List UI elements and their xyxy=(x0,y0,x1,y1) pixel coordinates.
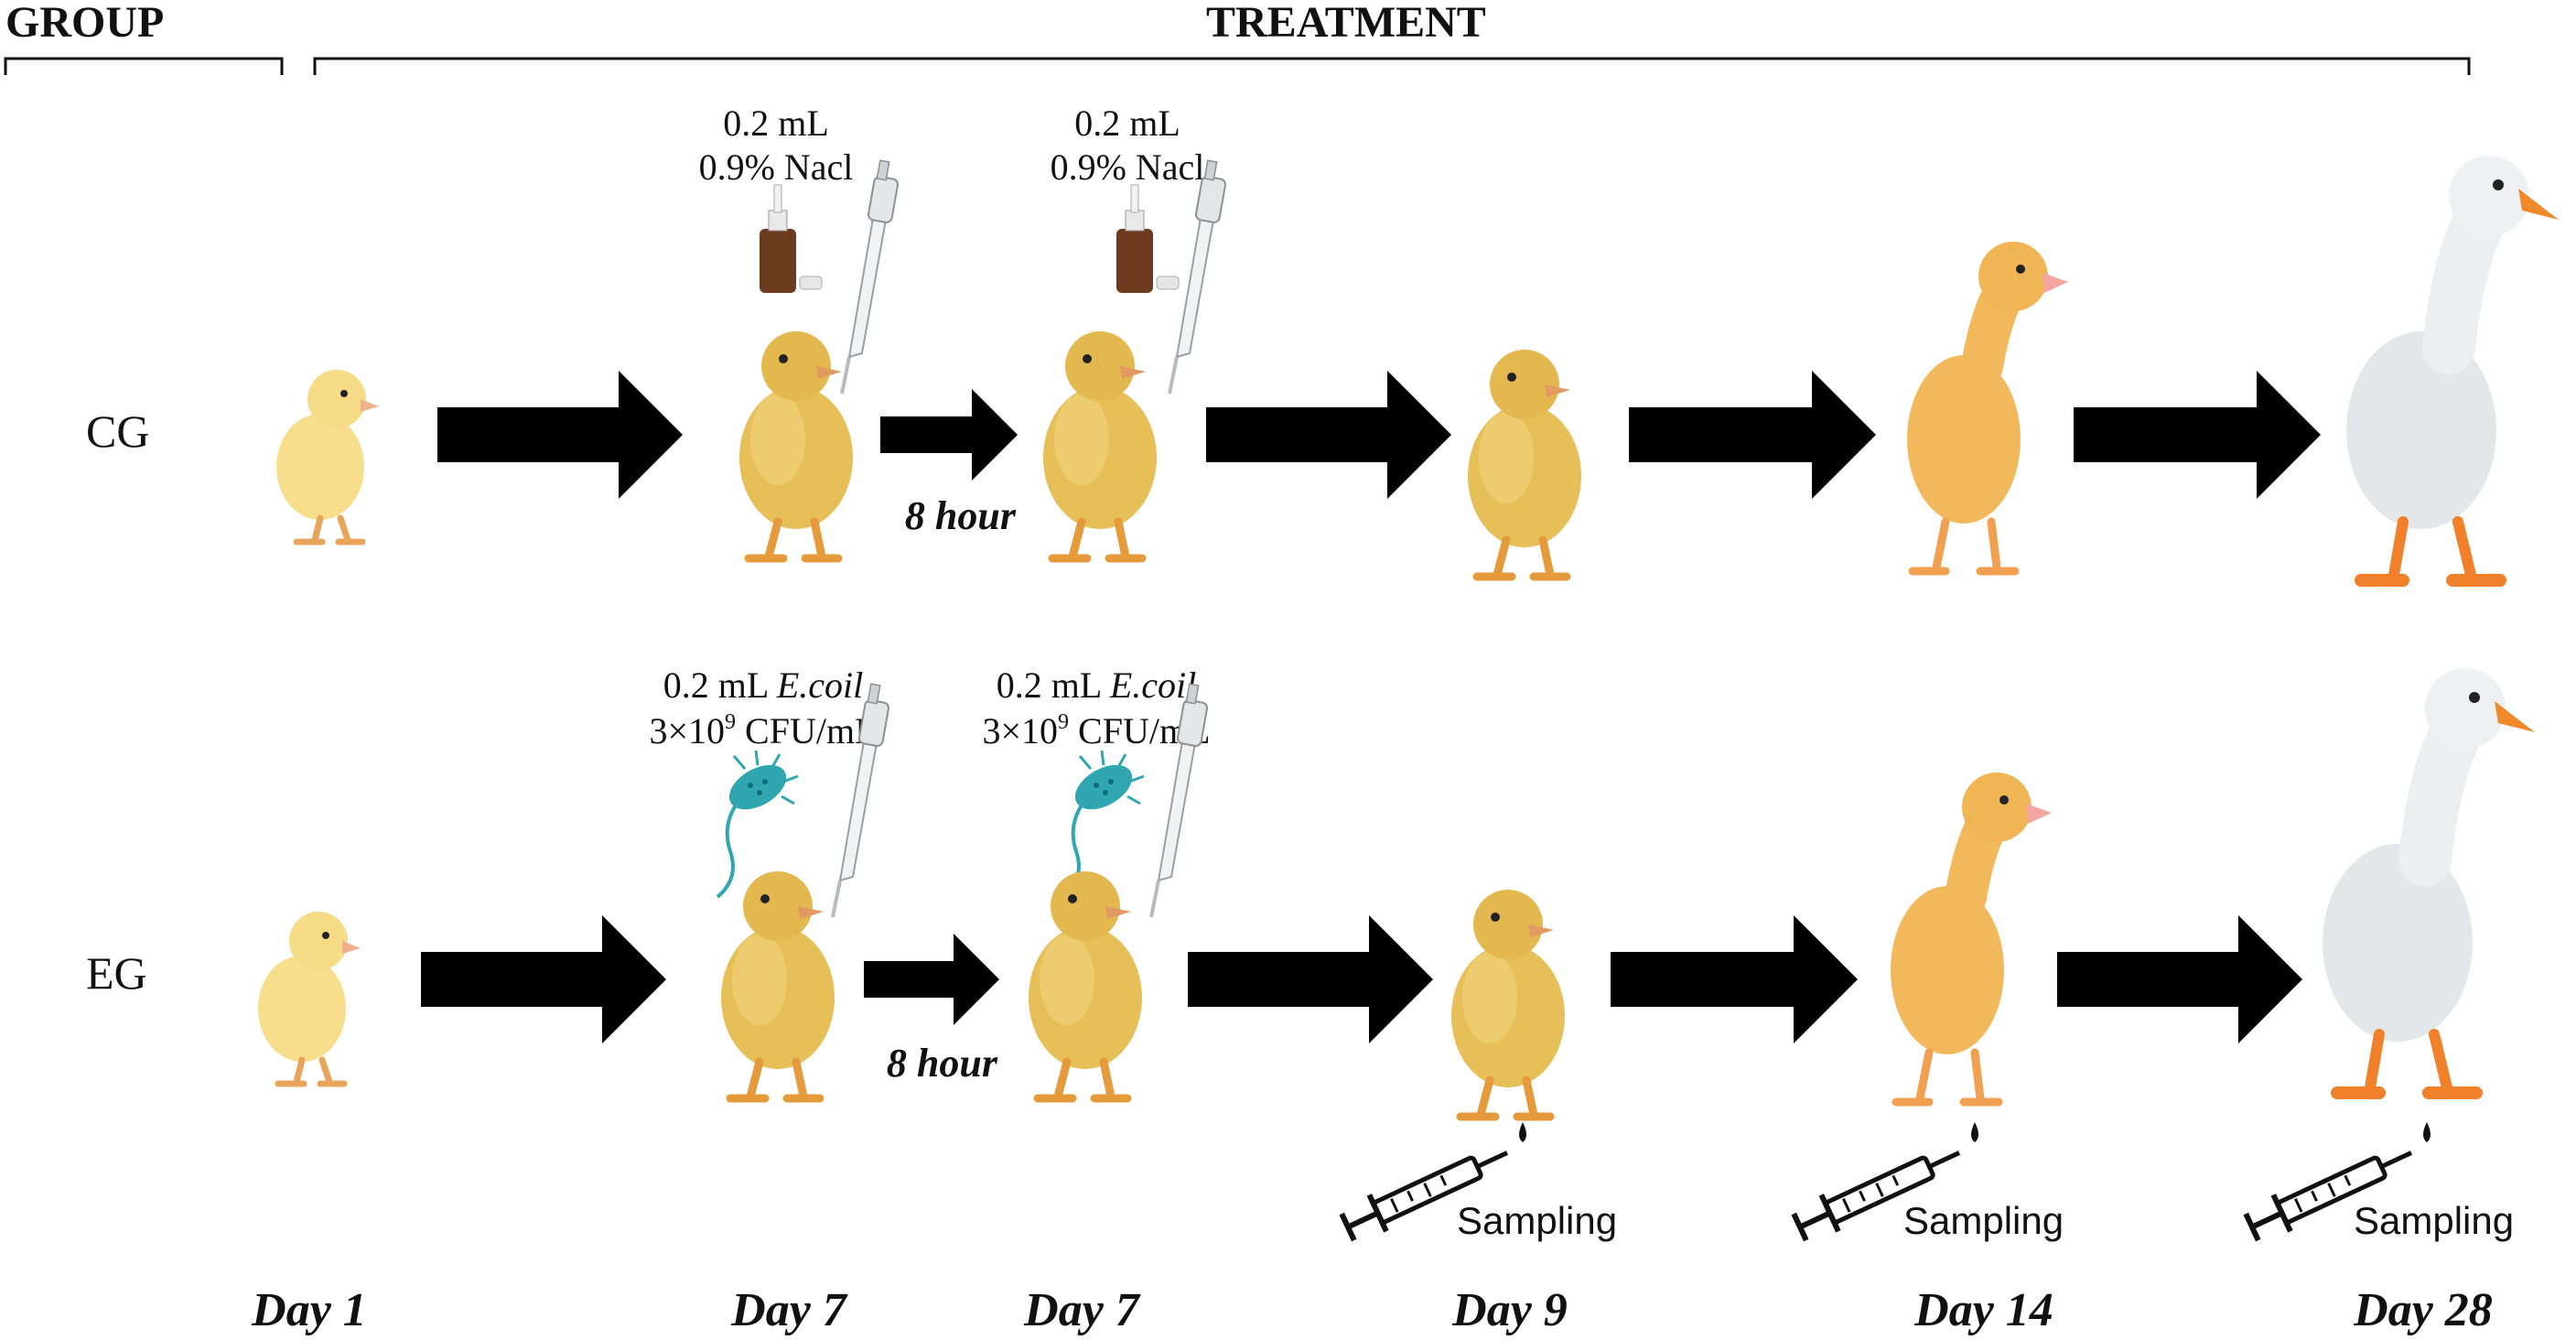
day-label-2: Day 7 xyxy=(730,1284,848,1336)
eg-arrow-3 xyxy=(1188,915,1433,1043)
group-label-cg: CG xyxy=(86,405,149,457)
cg-pipette-icon-2 xyxy=(1168,158,1228,395)
treatment-header: TREATMENT xyxy=(1206,0,1486,47)
cg-dose-1-volume: 0.2 mL xyxy=(723,103,829,144)
cg-arrow-3 xyxy=(1206,371,1451,499)
cg-day7b-duckling xyxy=(1043,331,1157,558)
eg-dose-1-concentration: 3×109 CFU/mL xyxy=(649,710,877,751)
cg-day14-duckling xyxy=(1907,242,2068,571)
eg-day7b-duckling xyxy=(1029,871,1142,1098)
group-header: GROUP xyxy=(5,0,164,47)
day-label-4: Day 9 xyxy=(1451,1284,1568,1336)
eg-day28-adult-duck xyxy=(2323,668,2535,1093)
cg-arrow-5 xyxy=(2074,371,2321,499)
eg-dose-1: 0.2 mL E.coil 3×109 CFU/mL xyxy=(649,665,877,751)
group-label-eg: EG xyxy=(86,947,147,999)
eg-dose-1-volume: 0.2 mL E.coil xyxy=(663,665,863,706)
eg-arrow-2 xyxy=(864,934,999,1025)
cg-dropper-bottle-icon-1 xyxy=(759,184,823,294)
cg-dose-1: 0.2 mL 0.9% Nacl xyxy=(699,103,854,188)
day-label-5: Day 14 xyxy=(1913,1284,2053,1336)
cg-arrow-2 xyxy=(880,389,1018,481)
cg-day9-duckling xyxy=(1468,350,1581,577)
group-bracket xyxy=(4,57,284,75)
eg-dose-2: 0.2 mL E.coil 3×109 CFU/mL xyxy=(982,665,1210,751)
sampling-label-day9: Sampling xyxy=(1457,1199,1617,1242)
eg-dose-2-volume: 0.2 mL E.coil xyxy=(997,665,1196,706)
day-label-3: Day 7 xyxy=(1023,1284,1141,1336)
cg-dose-2: 0.2 mL 0.9% Nacl xyxy=(1051,103,1205,188)
cg-arrow-1 xyxy=(437,371,683,499)
cg-day28-adult-duck xyxy=(2346,156,2559,580)
cg-arrow-4 xyxy=(1629,371,1876,499)
eg-dose-2-concentration: 3×109 CFU/mL xyxy=(982,710,1210,751)
eg-interval-label: 8 hour xyxy=(887,1041,998,1086)
sampling-label-day28: Sampling xyxy=(2354,1199,2514,1242)
eg-day14-duckling xyxy=(1891,773,2052,1102)
eg-day7a-duckling xyxy=(721,871,835,1098)
day-label-6: Day 28 xyxy=(2353,1284,2493,1336)
sampling-label-day14: Sampling xyxy=(1903,1199,2064,1242)
day-label-1: Day 1 xyxy=(251,1284,367,1336)
treatment-bracket xyxy=(313,57,2471,75)
cg-day7a-duckling xyxy=(739,331,853,558)
eg-arrow-1 xyxy=(421,915,666,1043)
eg-day1-duckling xyxy=(258,912,361,1084)
cg-pipette-icon-1 xyxy=(840,158,900,395)
cg-dose-2-volume: 0.2 mL xyxy=(1074,103,1180,144)
eg-day9-duckling xyxy=(1451,890,1565,1117)
cg-day1-duckling xyxy=(276,370,379,542)
cg-dose-1-solution: 0.9% Nacl xyxy=(699,146,854,188)
cg-dose-2-solution: 0.9% Nacl xyxy=(1051,146,1205,188)
cg-dropper-bottle-icon-2 xyxy=(1116,184,1180,294)
eg-arrow-4 xyxy=(1611,915,1858,1043)
cg-interval-label: 8 hour xyxy=(905,493,1017,538)
eg-arrow-5 xyxy=(2057,915,2302,1043)
